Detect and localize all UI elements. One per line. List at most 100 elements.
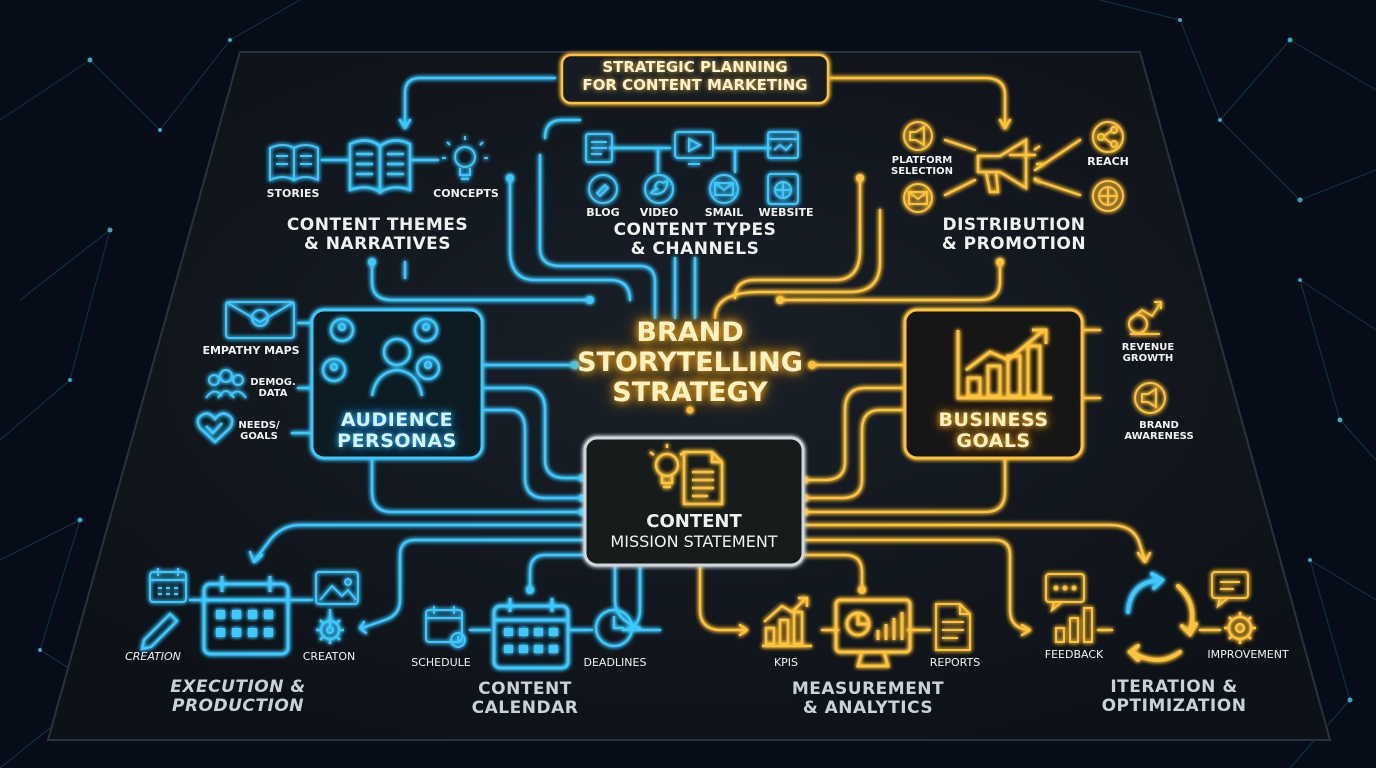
globe-icon [1092, 180, 1124, 212]
platform-selection-label: PLATFORM SELECTION [880, 155, 964, 177]
business-title-line2: GOALS [956, 429, 1031, 452]
execution-title-line2: PRODUCTION [172, 695, 304, 716]
creaton-label: CREATON [302, 650, 356, 663]
lightbulb-icon [442, 136, 488, 180]
business-title-line1: BUSINESS [938, 409, 1049, 431]
iteration-title-line2: OPTIMIZATION [1101, 695, 1247, 716]
center-line1: BRAND [636, 317, 744, 348]
needs-line1: NEEDS/ [238, 420, 280, 431]
platform-megaphone-icon [903, 121, 933, 151]
analytics-monitor-icon [834, 598, 912, 668]
reach-label: REACH [1087, 155, 1129, 168]
heart-goals-icon [196, 412, 234, 444]
distribution-title: DISTRIBUTION & PROMOTION [925, 216, 1103, 253]
document-icon [585, 133, 613, 163]
themes-title-line2: & NARRATIVES [303, 233, 452, 254]
distribution-title-line1: DISTRIBUTION [942, 215, 1086, 235]
clock-icon [594, 608, 634, 648]
image-icon [315, 571, 359, 605]
audience-personas-box [310, 308, 484, 460]
creation-label: CREATION [125, 650, 181, 663]
improvement-gear-icon [1224, 612, 1256, 644]
audience-title-line1: AUDIENCE [340, 409, 454, 431]
strategic-planning-line1: STRATEGIC PLANNING [602, 58, 788, 76]
mission-title: CONTENT MISSION STATEMENT [585, 511, 803, 551]
iteration-title-line1: ITERATION & [1110, 677, 1238, 697]
demog-line1: DEMOG. [250, 377, 296, 388]
calendar-title-line2: CALENDAR [471, 697, 579, 718]
schedule-label: SCHEDULE [411, 656, 471, 669]
blog-label: BLOG [586, 206, 620, 219]
brand-awareness-icon [1134, 382, 1166, 414]
twitter-icon [644, 174, 674, 204]
demog-line2: DATA [258, 388, 288, 399]
improvement-label: IMPROVEMENT [1207, 648, 1289, 661]
platform-line2: SELECTION [891, 166, 953, 177]
cyan-connectors [188, 76, 772, 632]
execution-title: EXECUTION & PRODUCTION [140, 678, 336, 715]
mission-document-icon [649, 444, 724, 506]
themes-title: CONTENT THEMES & NARRATIVES [270, 216, 485, 253]
brand-line2: AWARENESS [1124, 431, 1194, 442]
audience-title: AUDIENCE PERSONAS [312, 410, 482, 452]
open-book-icon [348, 139, 412, 195]
kpi-chart-icon [762, 596, 812, 648]
reports-icon [935, 603, 971, 651]
feedback-chart-icon [1055, 607, 1093, 643]
feedback-icon [1045, 573, 1085, 613]
arrow-heads [248, 118, 1152, 637]
content-mission-box [583, 436, 805, 567]
audience-title-line2: PERSONAS [337, 429, 457, 452]
pencil-icon [140, 612, 179, 651]
calendar-title-line1: CONTENT [478, 679, 572, 699]
improvement-chat-icon [1211, 571, 1249, 609]
growth-chart-icon [956, 328, 1052, 400]
gold-connectors [698, 76, 1222, 632]
video-label: VIDEO [639, 206, 679, 219]
stories-label: STORIES [266, 187, 320, 200]
gear-icon [316, 616, 344, 644]
needs-goals-label: NEEDS/ GOALS [232, 420, 286, 442]
execution-title-line1: EXECUTION & [170, 677, 306, 697]
kpis-label: KPIS [773, 656, 799, 669]
web-page-icon [767, 131, 799, 159]
types-title: CONTENT TYPES & CHANNELS [580, 221, 810, 258]
business-title: BUSINESS GOALS [905, 410, 1082, 452]
platform-line1: PLATFORM [891, 155, 953, 166]
strategic-planning-line2: FOR CONTENT MARKETING [582, 76, 808, 94]
brand-storytelling-title: BRAND STORYTELLING STRATEGY [560, 317, 820, 409]
empathy-map-icon [225, 301, 295, 339]
measurement-title-line1: MEASUREMENT [791, 679, 945, 699]
email-label: SMAIL [704, 206, 744, 219]
empathy-maps-label: EMPATHY MAPS [202, 344, 300, 357]
needs-line2: GOALS [240, 431, 278, 442]
types-title-line2: & CHANNELS [630, 238, 760, 259]
demographics-icon [205, 369, 247, 399]
audience-persona-icon [321, 317, 441, 397]
website-label: WEBSITE [758, 206, 814, 219]
mission-title-line1: CONTENT [646, 511, 742, 532]
calendar-title: CONTENT CALENDAR [440, 680, 610, 717]
share-icon [1092, 121, 1124, 153]
brand-line1: BRAND [1139, 420, 1179, 431]
website-globe-icon [767, 173, 799, 205]
distribution-title-line2: & PROMOTION [941, 233, 1087, 254]
large-calendar-icon [202, 576, 290, 656]
cycle-arrows-icon [1126, 572, 1198, 662]
measurement-title-line2: & ANALYTICS [802, 697, 934, 718]
center-line2: STORYTELLING [577, 347, 803, 379]
mail-icon [903, 183, 933, 213]
feedback-label: FEEDBACK [1044, 648, 1104, 661]
deadlines-label: DEADLINES [583, 656, 647, 669]
demog-data-label: DEMOG. DATA [246, 377, 300, 399]
revenue-line2: GROWTH [1122, 353, 1174, 364]
background-nodes [38, 18, 1353, 703]
measurement-title: MEASUREMENT & ANALYTICS [770, 680, 966, 717]
revenue-growth-icon [1128, 301, 1162, 335]
strategic-planning-title: STRATEGIC PLANNING FOR CONTENT MARKETING [562, 58, 828, 94]
strategic-planning-box [560, 53, 830, 105]
revenue-growth-label: REVENUE GROWTH [1110, 342, 1186, 364]
schedule-icon [425, 606, 466, 648]
